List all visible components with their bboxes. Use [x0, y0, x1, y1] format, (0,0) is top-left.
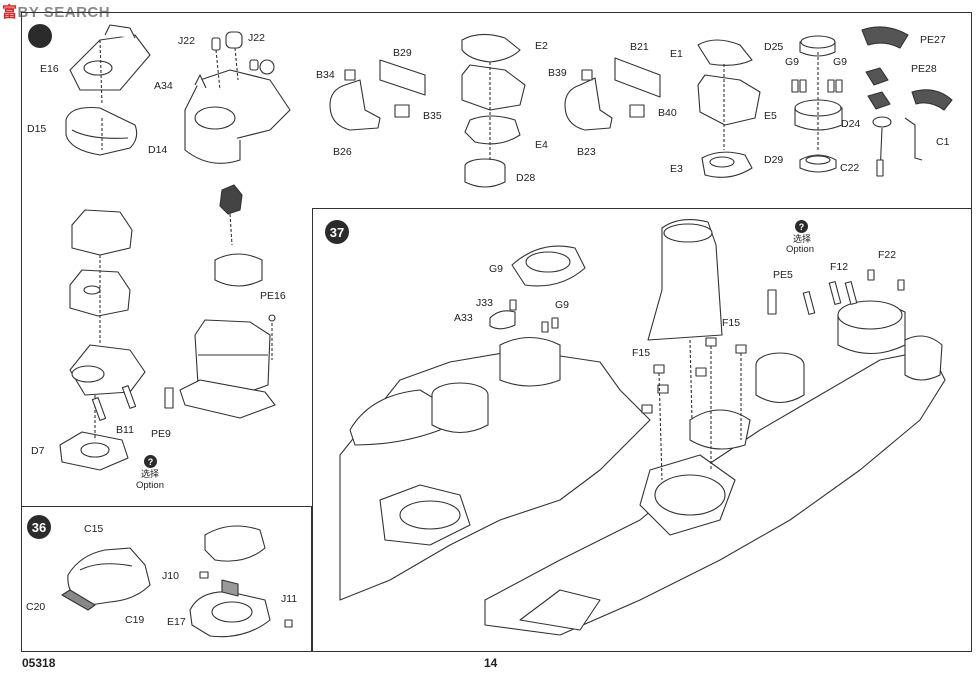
label-g9-37-left: G9 — [489, 263, 504, 275]
part-hull-left-drawing — [339, 337, 651, 601]
label-d14: D14 — [148, 144, 168, 156]
step-badge-37: 37 — [325, 220, 349, 244]
label-a34: A34 — [154, 80, 173, 92]
label-b26: B26 — [333, 146, 352, 158]
part-e2-tower-drawing — [461, 33, 526, 188]
label-d15: D15 — [27, 123, 47, 135]
part-d25-e5-drawing — [791, 35, 843, 173]
part-e16-deck-drawing — [69, 24, 151, 106]
step-badge-36: 36 — [27, 515, 51, 539]
page-number: 14 — [484, 656, 498, 670]
option-question-icon-37: ? — [795, 220, 808, 233]
part-b26-band-drawing — [329, 59, 426, 131]
label-e16: E16 — [40, 63, 59, 75]
watermark-mark: 富 — [2, 4, 18, 21]
panel-frame-37 — [312, 208, 972, 652]
label-b21: B21 — [630, 41, 649, 53]
label-e1: E1 — [670, 48, 683, 60]
label-c19: C19 — [125, 614, 145, 626]
option-label-cn-37: 选择 — [793, 234, 812, 244]
label-e5: E5 — [764, 110, 777, 122]
label-f15-lower: F15 — [632, 347, 651, 359]
label-e4: E4 — [535, 139, 548, 151]
part-pe27-drawing — [861, 26, 953, 111]
part-c1-d24-drawing — [872, 116, 923, 177]
label-c1: C1 — [936, 136, 950, 148]
part-left-tower-drawing — [59, 209, 174, 471]
label-a33: A33 — [454, 312, 473, 324]
label-pe28: PE28 — [911, 63, 937, 75]
part-e17-drawing — [189, 525, 293, 638]
part-hull-j22-drawing — [184, 31, 291, 164]
label-pe5: PE5 — [773, 269, 793, 281]
part-funnel-drawing — [647, 219, 723, 421]
label-pe9: PE9 — [151, 428, 171, 440]
label-e2: E2 — [535, 40, 548, 52]
part-superstructure-drawing — [179, 184, 276, 419]
part-pe5-f12-drawing — [509, 269, 905, 333]
part-f15-pieces-drawing — [641, 337, 747, 481]
label-pe16: PE16 — [260, 290, 286, 302]
label-j33: J33 — [476, 297, 493, 309]
label-g9-right: G9 — [833, 56, 848, 68]
label-f15-upper: F15 — [722, 317, 741, 329]
option-label-en-37: Option — [786, 244, 814, 255]
part-turret-ring-drawing — [489, 245, 586, 330]
label-e17: E17 — [167, 616, 186, 628]
label-c15: C15 — [84, 523, 104, 535]
label-b39: B39 — [548, 67, 567, 79]
part-hull-right-drawing — [484, 300, 946, 636]
label-c22: C22 — [840, 162, 860, 174]
label-d25: D25 — [764, 41, 784, 53]
step-badge-35 — [28, 24, 52, 48]
label-b11: B11 — [116, 424, 134, 436]
part-d15-band-drawing — [65, 106, 138, 156]
label-j22-left: J22 — [178, 35, 195, 47]
label-f22: F22 — [878, 249, 897, 261]
label-j10: J10 — [162, 570, 179, 582]
label-pe27: PE27 — [920, 34, 946, 46]
label-d29: D29 — [764, 154, 784, 166]
option-question-icon: ? — [144, 455, 157, 468]
label-d24: D24 — [841, 118, 861, 130]
label-b29: B29 — [393, 47, 412, 59]
label-j22-right: J22 — [248, 32, 265, 44]
label-d7: D7 — [31, 445, 45, 457]
label-j11: J11 — [281, 593, 298, 605]
label-b35: B35 — [423, 110, 442, 122]
part-c15-band-drawing — [61, 547, 151, 611]
label-b40: B40 — [658, 107, 677, 119]
label-g9-37-right: G9 — [555, 299, 570, 311]
label-c20: C20 — [26, 601, 46, 613]
kit-code: 05318 — [22, 656, 56, 670]
option-label-en: Option — [136, 480, 164, 491]
label-b23: B23 — [577, 146, 596, 158]
label-f12: F12 — [830, 261, 849, 273]
panel-frame-36 — [21, 506, 312, 652]
label-g9-left: G9 — [785, 56, 800, 68]
label-b34: B34 — [316, 69, 335, 81]
label-e3: E3 — [670, 163, 683, 175]
part-e1-tower-drawing — [697, 39, 761, 178]
option-label-cn: 选择 — [141, 469, 160, 479]
part-b23-band-drawing — [564, 57, 661, 131]
label-d28: D28 — [516, 172, 536, 184]
